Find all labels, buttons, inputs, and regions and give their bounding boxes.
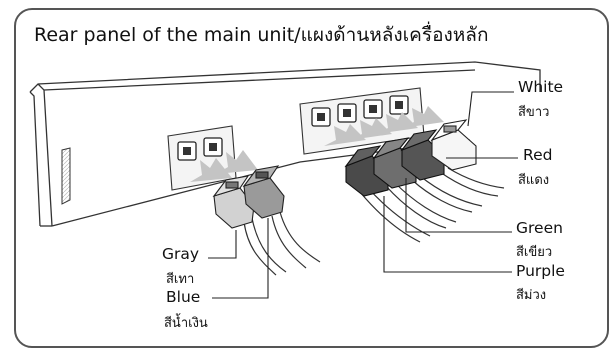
label-purple: Purple xyxy=(516,262,565,280)
leader-white xyxy=(467,91,514,127)
diagram-title: Rear panel of the main unit/แผงด้านหลังเ… xyxy=(34,24,489,46)
arrow-red xyxy=(376,112,418,134)
label-red: Red xyxy=(523,146,553,164)
label-purple-thai: สีม่วง xyxy=(516,288,547,303)
leader-green xyxy=(405,178,512,233)
label-green-thai: สีเขียว xyxy=(516,245,553,260)
leader-purple xyxy=(383,196,512,273)
plug-blue xyxy=(242,165,285,219)
insert-arrows xyxy=(190,106,444,182)
label-green: Green xyxy=(516,219,563,237)
label-red-thai: สีแดง xyxy=(518,173,550,188)
label-blue: Blue xyxy=(166,288,201,306)
leader-lines xyxy=(208,91,518,299)
arrow-white xyxy=(402,106,444,128)
leader-blue xyxy=(212,218,269,299)
speaker-cables xyxy=(243,167,505,276)
arrow-gray xyxy=(190,158,232,182)
label-white-thai: สีขาว xyxy=(518,105,550,120)
label-gray-thai: สีเทา xyxy=(166,272,195,287)
label-blue-thai: สีน้ำเงิน xyxy=(164,316,208,331)
arrow-green xyxy=(350,118,392,140)
rear-panel-diagram xyxy=(29,61,541,299)
leader-gray xyxy=(208,230,237,259)
plug-white xyxy=(430,119,477,171)
label-white: White xyxy=(518,78,564,96)
label-gray: Gray xyxy=(162,245,200,263)
arrow-blue xyxy=(216,150,258,174)
plug-gray xyxy=(212,175,255,229)
arrow-purple xyxy=(324,124,366,146)
